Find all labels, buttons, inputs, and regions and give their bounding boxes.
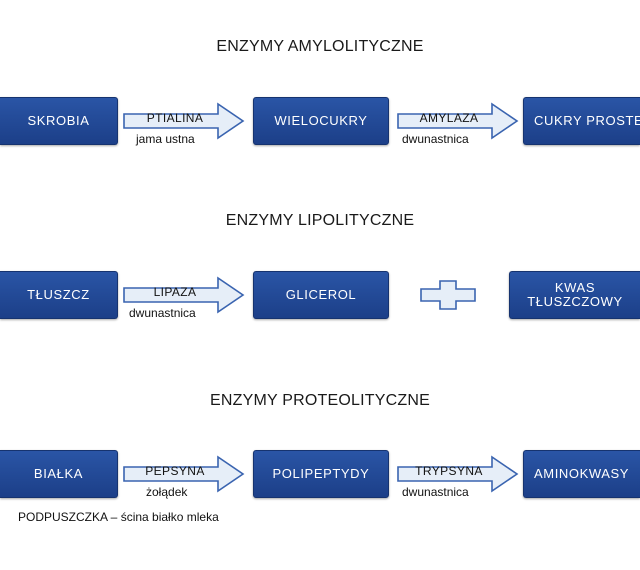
location-label: dwunastnica [129, 306, 196, 320]
section-title-proteolytic: ENZYMY PROTEOLITYCZNE [210, 392, 430, 409]
node-kwas-tluszczowy: KWAS TŁUSZCZOWY [509, 271, 640, 319]
node-bialka: BIAŁKA [0, 450, 118, 498]
enzyme-label: AMYLAZA [419, 111, 479, 125]
node-glicerol: GLICEROL [253, 271, 389, 319]
enzyme-label: PTIALINA [146, 111, 204, 125]
arrow-shape [123, 102, 245, 140]
node-wielocukry: WIELOCUKRY [253, 97, 389, 145]
node-label-multiline: KWAS TŁUSZCZOWY [527, 281, 623, 309]
arrow-shape [123, 455, 245, 493]
node-aminokwasy: AMINOKWASY [523, 450, 640, 498]
enzyme-label: TRYPSYNA [415, 464, 483, 478]
node-polipeptydy: POLIPEPTYDY [253, 450, 389, 498]
arrow-ptialina: PTIALINA [123, 101, 245, 141]
location-label: jama ustna [136, 132, 195, 146]
footnote-podpuszczka: PODPUSZCZKA – ścina białko mleka [18, 510, 219, 524]
node-label: AMINOKWASY [534, 466, 630, 481]
node-cukry-proste: CUKRY PROSTE [523, 97, 640, 145]
node-label-line1: KWAS [554, 280, 596, 295]
plus-icon [420, 280, 476, 315]
arrow-shape [397, 455, 519, 493]
node-label: WIELOCUKRY [274, 113, 368, 128]
arrow-shape [397, 102, 519, 140]
node-label: GLICEROL [285, 287, 357, 302]
node-label: TŁUSZCZ [27, 287, 90, 302]
node-label: SKROBIA [27, 113, 90, 128]
location-label: dwunastnica [402, 485, 469, 499]
node-skrobia: SKROBIA [0, 97, 118, 145]
location-label: dwunastnica [402, 132, 469, 146]
arrow-pepsyna: PEPSYNA [123, 454, 245, 494]
section-title-lipolytic: ENZYMY LIPOLITYCZNE [225, 212, 415, 229]
node-label: BIAŁKA [33, 466, 84, 481]
enzyme-label: LIPAZA [153, 285, 197, 299]
section-title-amylolytic: ENZYMY AMYLOLITYCZNE [216, 38, 424, 55]
enzyme-label: PEPSYNA [145, 464, 205, 478]
node-label-line2: TŁUSZCZOWY [527, 294, 623, 309]
node-label: POLIPEPTYDY [272, 466, 370, 481]
arrow-trypsyna: TRYPSYNA [397, 454, 519, 494]
node-tluszcz: TŁUSZCZ [0, 271, 118, 319]
arrow-amylaza: AMYLAZA [397, 101, 519, 141]
arrow-lipaza: LIPAZA [123, 275, 245, 315]
arrow-shape [123, 276, 245, 314]
location-label: żołądek [146, 485, 188, 499]
node-label: CUKRY PROSTE [534, 113, 640, 128]
